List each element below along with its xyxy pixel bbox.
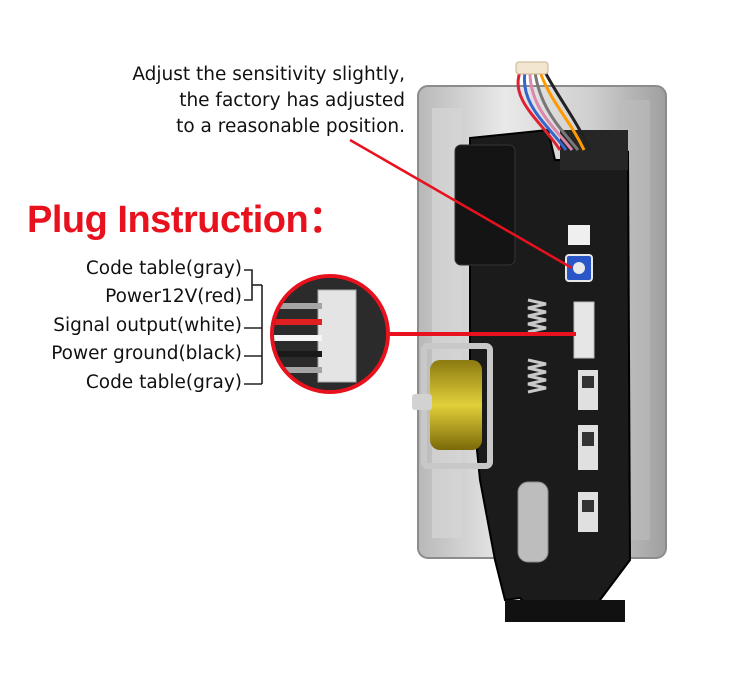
pin-label-ground: Power ground(black) (51, 343, 242, 364)
annotation-line: Adjust the sensitivity slightly, (132, 64, 405, 85)
solenoid-coil (430, 360, 482, 450)
dip-switches (578, 370, 598, 532)
pin-label-code-table: Code table(gray) (85, 372, 242, 393)
device-connector (573, 301, 595, 359)
springs (527, 298, 547, 394)
annotation-pointer-line (349, 138, 573, 270)
wire-bundle (516, 71, 592, 151)
pin-bracket (244, 269, 263, 385)
annotation-line: the factory has adjusted (179, 90, 405, 111)
sensitivity-annotation: Adjust the sensitivity slightly, the fac… (132, 62, 405, 140)
pin-label-signal: Signal output(white) (53, 315, 242, 336)
annotation-line: to a reasonable position. (176, 116, 405, 137)
page-title: Plug Instruction： (27, 199, 346, 241)
pin-label-code-table: Code table(gray) (85, 258, 242, 279)
connector-zoom (270, 274, 390, 394)
pin-label-power: Power12V(red) (105, 286, 242, 307)
coin-lever (517, 481, 549, 563)
